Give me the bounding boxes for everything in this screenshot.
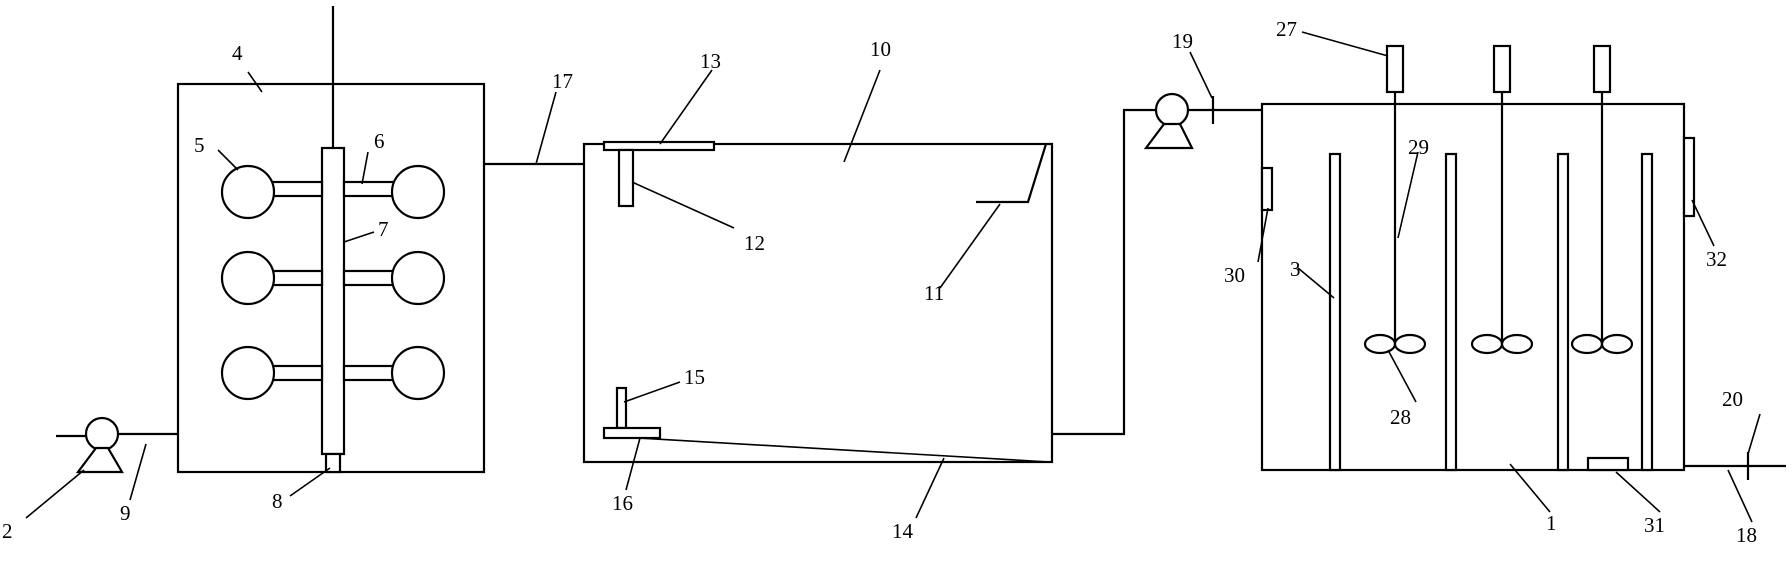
sloped-bottom <box>603 435 1051 463</box>
label-16: 16 <box>612 491 633 515</box>
label-3: 3 <box>1290 257 1301 281</box>
baffle-plate <box>617 148 635 208</box>
label-20: 20 <box>1722 387 1743 411</box>
label-28: 28 <box>1390 405 1411 429</box>
mixer-3 <box>1570 44 1634 355</box>
label-13: 13 <box>700 49 721 73</box>
settling-tank <box>582 142 1054 464</box>
label-27: 27 <box>1276 17 1297 41</box>
label-29: 29 <box>1408 135 1429 159</box>
inlet-pump <box>56 416 124 474</box>
label-9: 9 <box>120 501 131 525</box>
motor <box>1385 44 1405 94</box>
outlet-weir <box>976 143 1048 204</box>
motor <box>1592 44 1612 94</box>
label-31: 31 <box>1644 513 1665 537</box>
label-12: 12 <box>744 231 765 255</box>
label-10: 10 <box>870 37 891 61</box>
label-30: 30 <box>1224 263 1245 287</box>
label-2: 2 <box>2 519 13 543</box>
sensor-right <box>1682 136 1696 218</box>
label-15: 15 <box>684 365 705 389</box>
label-14: 14 <box>892 519 914 543</box>
label-8: 8 <box>272 489 283 513</box>
inlet-distributor <box>602 140 716 152</box>
label-19: 19 <box>1172 29 1193 53</box>
label-6: 6 <box>374 129 385 153</box>
label-7: 7 <box>378 217 389 241</box>
sphere <box>390 250 446 306</box>
label-4: 4 <box>232 41 243 65</box>
partition-plate <box>1556 152 1570 472</box>
labels: 2 9 4 5 6 7 8 17 13 10 12 11 15 16 14 19… <box>2 17 1757 547</box>
partition-plate <box>1444 152 1458 472</box>
transfer-pipe <box>1052 108 1156 436</box>
sphere-row-2 <box>220 250 446 306</box>
sphere <box>390 345 446 401</box>
sphere-row-1 <box>220 164 446 220</box>
label-18: 18 <box>1736 523 1757 547</box>
sphere <box>220 345 276 401</box>
mixer-2 <box>1470 44 1534 355</box>
partition-plate <box>1328 152 1342 472</box>
sphere-row-3 <box>220 345 446 401</box>
sludge-outlet <box>602 426 662 440</box>
label-11: 11 <box>924 281 944 305</box>
aerator <box>1586 456 1630 472</box>
motor <box>1492 44 1512 94</box>
label-5: 5 <box>194 133 205 157</box>
treatment-tank <box>1260 102 1686 472</box>
label-17: 17 <box>552 69 573 93</box>
sphere <box>220 250 276 306</box>
sensor-left <box>1260 166 1274 212</box>
partition-plate <box>1640 152 1654 472</box>
sludge-pipe <box>615 386 628 430</box>
sphere <box>220 164 276 220</box>
leader-lines <box>25 31 1761 523</box>
label-1: 1 <box>1546 511 1557 535</box>
mixer-1 <box>1363 44 1427 355</box>
central-column <box>320 146 346 456</box>
transfer-pump <box>1143 92 1262 150</box>
label-32: 32 <box>1706 247 1727 271</box>
sphere <box>390 164 446 220</box>
